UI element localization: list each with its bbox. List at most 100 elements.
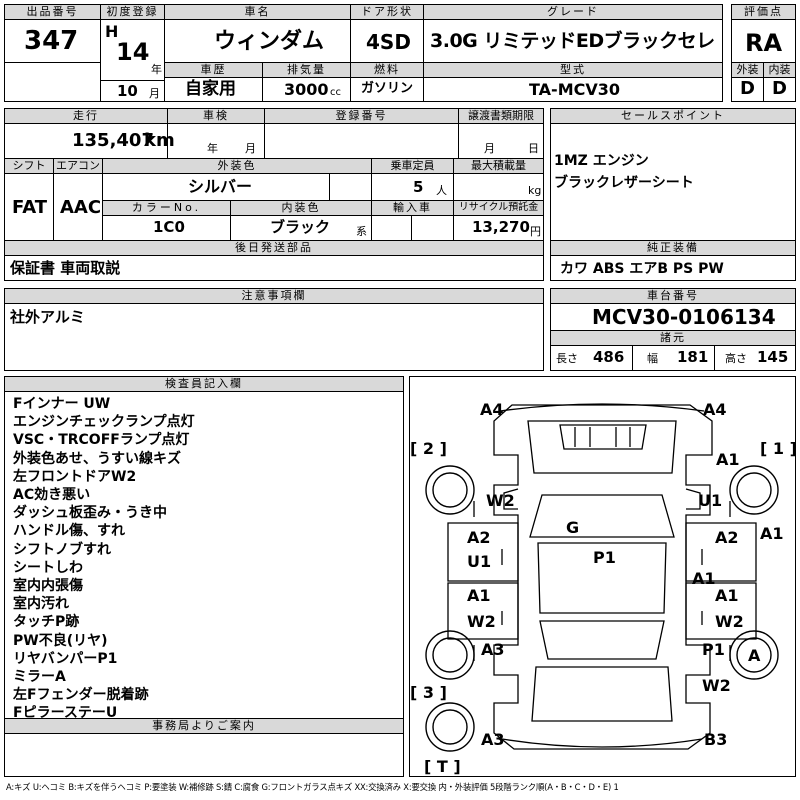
trunk [531,666,673,722]
inspector-notes-header: 検査員記入欄 [4,376,404,392]
displacement-header: 排気量 [262,62,351,78]
mark-roof: G [566,518,579,537]
score: RA [745,29,783,57]
capacity-header: 乗車定員 [371,158,454,174]
corner-label-t: [ T ] [424,757,461,776]
chassis-no-header: 車台番号 [550,288,796,304]
transfer-day-label: 日 [528,142,539,155]
inspector-note: リヤバンパーP1 [13,650,118,667]
inspector-note: 室内内張傷 [13,578,83,595]
hood [527,420,677,474]
height: 145 [757,348,789,366]
spare-tire [425,702,475,752]
legend: A:キズ U:ヘコミ B:キズを伴うヘコミ P:要塗装 W:補修跡 S:錆 C:… [6,782,619,792]
inspector-note: 左フロントドアW2 [13,468,137,485]
sales-points-header: セールスポイント [550,108,796,124]
width: 181 [677,348,709,366]
shift: FAT [12,197,48,218]
color-no: 1C0 [153,218,185,236]
roof [537,542,667,614]
height-label: 高さ [725,352,747,365]
max-load-header: 最大積載量 [453,158,544,174]
grade-header: グレード [423,4,723,20]
mark-rear-bottom-r: B3 [704,730,727,749]
grade: 3.0G リミテッドEDブラックセレ [430,30,715,52]
color-no-header: カラーNo. [102,200,231,216]
import-cell [371,215,454,241]
inspector-note: PW不良(リヤ) [13,632,108,649]
notes: 社外アルミ [10,308,85,326]
fuel: ガソリン [361,81,414,96]
kg-unit: kg [528,184,542,197]
mirror-right [685,488,701,510]
aircon: AAC [60,197,102,218]
inspector-note: エンジンチェックランプ点灯 [13,414,195,431]
mark-door-l-mid: A1 [467,586,491,605]
dimensions-cell [550,345,796,371]
mileage-header: 走行 [4,108,168,124]
mark-rear-r-p: P1 [702,640,725,659]
notes-header: 注意事項欄 [4,288,544,304]
fuel-header: 燃料 [350,62,424,78]
recycle-fee-header: リサイクル預託金 [453,200,544,216]
wheel-front-right [729,465,779,515]
genuine-equipment: カワ ABS エアB PS PW [560,261,724,277]
exterior-score: D [740,78,755,99]
inspection-header: 車検 [167,108,265,124]
mark-rear-wheel-a: A [748,646,761,665]
transfer-docs-header: 譲渡書類期限 [458,108,544,124]
exterior-score-header: 外装 [731,62,764,78]
inspection-year-label: 年 [207,142,218,155]
history: 自家用 [185,79,236,99]
mark-rear-r-w: W2 [702,676,731,695]
notes-cell [4,303,544,371]
sales-point-1: 1MZ エンジン [554,153,649,169]
office-notes-header: 事務局よりご案内 [4,718,404,734]
recycle-fee: 13,270 [472,218,530,236]
mark-door-r-mid: A1 [692,569,716,588]
mark-door-r-a1: A1 [715,586,739,605]
inspector-note: 室内汚れ [13,596,69,613]
inspector-note: ハンドル傷、すれ [13,523,125,540]
first-registration-header: 初度登録 [100,4,165,20]
series-suffix: 系 [356,225,367,238]
later-parts-header: 後日発送部品 [4,240,544,256]
interior-color-header: 内装色 [230,200,372,216]
import-header: 輸入車 [371,200,454,216]
genuine-equipment-cell [550,255,796,281]
later-parts: 保証書 車両取説 [10,259,121,277]
chassis-no: MCV30-0106134 [592,305,776,329]
rear-bumper [501,738,703,748]
corner-label-3: [ 3 ] [410,683,447,702]
interior-score-cell [763,77,796,102]
inspector-note: Fインナー UW [13,396,111,412]
dimensions-div-2 [714,345,715,371]
inspector-note: シフトノブすれ [13,541,111,558]
capacity: 5 [413,178,424,196]
import-divider [411,215,412,241]
lot-number-lower [4,62,101,102]
mark-rear-l: A3 [481,640,505,659]
year-suffix: 年 [151,63,162,76]
person-unit: 人 [436,184,447,197]
door-rl [447,582,519,640]
month-suffix: 月 [149,87,160,100]
exterior-color-header: 外装色 [102,158,372,174]
corner-label-2: [ 2 ] [410,439,447,458]
front-bumper [499,403,705,412]
rear-window [539,620,665,660]
width-label: 幅 [647,352,658,365]
later-parts-cell [4,255,544,281]
sales-point-2: ブラックレザーシート [554,175,694,191]
mark-front-right: A4 [703,400,727,419]
mirror-left [503,488,519,510]
interior-score-header: 内装 [763,62,796,78]
interior-color: ブラック [270,218,331,236]
mark-door-l-u: U1 [467,552,491,571]
mark-center: P1 [593,548,616,567]
door-rr [685,582,757,640]
inspector-note: 左Fフェンダー脱着跡 [13,687,149,704]
corner-label-1: [ 1 ] [760,439,795,458]
windshield [529,494,675,538]
